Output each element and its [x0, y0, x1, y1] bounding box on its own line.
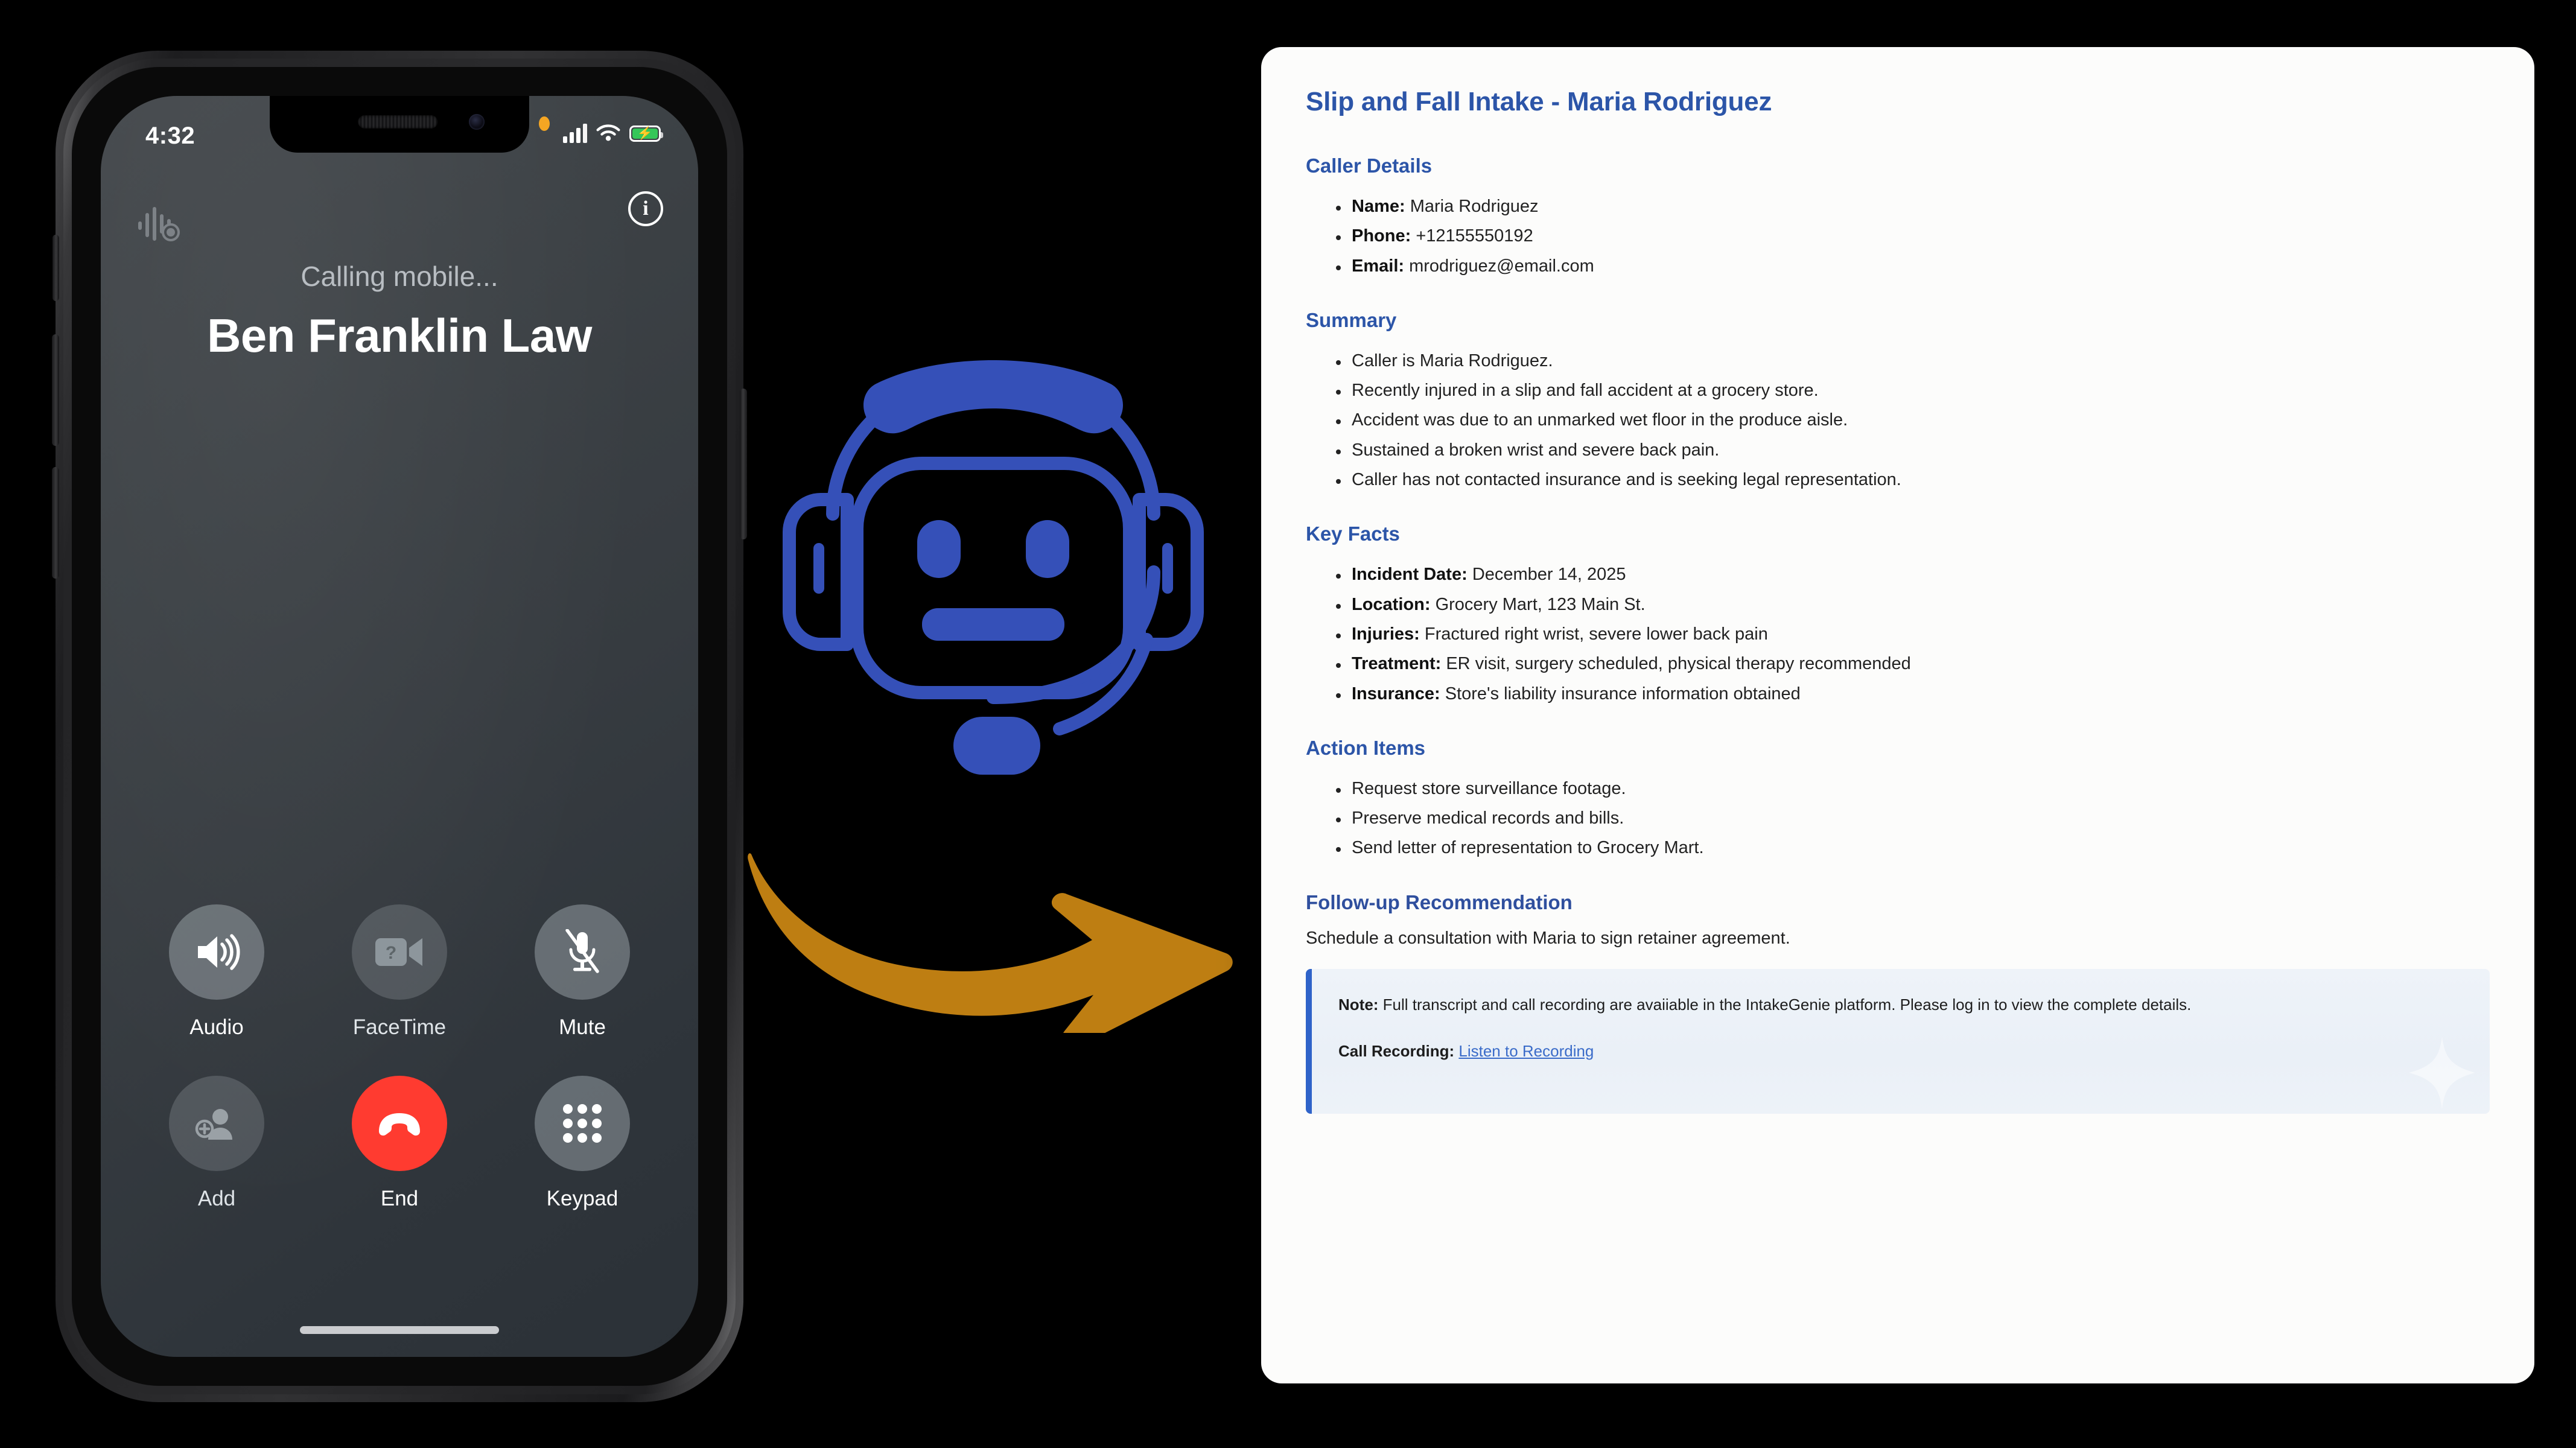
call-controls-row-1: Audio ? FaceTime — [156, 904, 643, 1040]
list-item: Phone: +12155550192 — [1336, 221, 2490, 251]
item-label: Name: — [1352, 197, 1405, 216]
list-item: Insurance: Store's liability insurance i… — [1336, 679, 2490, 709]
section-heading-key-facts: Key Facts — [1306, 522, 1400, 545]
robot-headset-icon — [783, 360, 1204, 775]
list-item: Treatment: ER visit, surgery scheduled, … — [1336, 649, 2490, 679]
call-info-button[interactable]: i — [628, 191, 663, 226]
status-bar-icons: ⚡ — [539, 116, 663, 143]
list-item: Recently injured in a slip and fall acci… — [1336, 376, 2490, 405]
item-value: ER visit, surgery scheduled, physical th… — [1446, 654, 1911, 674]
list-item: Send letter of representation to Grocery… — [1336, 833, 2490, 863]
power-button[interactable] — [740, 389, 747, 539]
phone-bezel: 4:32 ⚡ — [72, 67, 727, 1386]
listen-to-recording-link[interactable]: Listen to Recording — [1458, 1041, 1594, 1060]
home-indicator[interactable] — [300, 1326, 499, 1334]
item-value: +12155550192 — [1416, 226, 1533, 246]
list-item: Caller has not contacted insurance and i… — [1336, 465, 2490, 495]
followup-text: Schedule a consultation with Maria to si… — [1306, 928, 1790, 948]
earpiece-speaker — [358, 115, 438, 129]
front-camera — [469, 114, 485, 130]
facetime-button[interactable]: ? FaceTime — [339, 904, 460, 1040]
battery-charging-icon: ⚡ — [629, 125, 663, 142]
phone-notch — [270, 96, 529, 153]
call-controls-row-2: Add End — [156, 1076, 643, 1211]
facetime-button-label: FaceTime — [352, 1015, 447, 1039]
mute-button[interactable]: Mute — [522, 904, 643, 1040]
note-label: Note: — [1338, 995, 1379, 1014]
add-call-button-label: Add — [197, 1187, 236, 1210]
item-value: Maria Rodriguez — [1410, 197, 1539, 216]
item-value: Fractured right wrist, severe lower back… — [1424, 624, 1768, 644]
list-item: Request store surveillance footage. — [1336, 774, 2490, 804]
volume-down-button[interactable] — [52, 467, 59, 579]
video-camera-icon: ? — [375, 938, 422, 966]
call-recording-label: Call Recording: — [1338, 1041, 1455, 1060]
item-label: Location: — [1352, 594, 1431, 614]
call-recording-line: Call Recording: Listen to Recording — [1338, 1040, 2463, 1063]
note-body: Full transcript and call recording are a… — [1378, 995, 2192, 1014]
list-item: Sustained a broken wrist and severe back… — [1336, 436, 2490, 465]
list-item: Incident Date: December 14, 2025 — [1336, 560, 2490, 589]
list-item: Preserve medical records and bills. — [1336, 804, 2490, 833]
end-call-button-label: End — [380, 1187, 419, 1210]
item-value: mrodriguez@email.com — [1409, 256, 1594, 276]
end-call-icon — [379, 1113, 420, 1136]
wifi-icon — [596, 124, 620, 141]
keypad-button-label: Keypad — [546, 1187, 619, 1210]
info-icon: i — [643, 197, 649, 220]
keypad-icon — [563, 1104, 602, 1143]
status-bar: 4:32 ⚡ — [101, 109, 698, 157]
svg-text:?: ? — [386, 943, 396, 963]
phone-screen: 4:32 ⚡ — [101, 96, 698, 1357]
microphone-muted-icon — [565, 929, 599, 973]
speaker-icon — [198, 934, 240, 970]
item-label: Injuries: — [1352, 624, 1420, 644]
mute-button-label: Mute — [559, 1015, 606, 1039]
list-item: Injuries: Fractured right wrist, severe … — [1336, 620, 2490, 649]
key-facts-list: Incident Date: December 14, 2025 Locatio… — [1306, 560, 2490, 708]
section-heading-followup: Follow-up Recommendation — [1306, 891, 1573, 913]
section-heading-caller-details: Caller Details — [1306, 154, 1433, 177]
intake-summary-card: Slip and Fall Intake - Maria Rodriguez C… — [1261, 47, 2534, 1383]
audio-waveform-icon — [138, 207, 180, 241]
note-callout: Note: Full transcript and call recording… — [1306, 968, 2490, 1114]
call-controls: Audio ? FaceTime — [156, 904, 643, 1247]
item-value: December 14, 2025 — [1472, 565, 1626, 585]
volume-up-button[interactable] — [52, 334, 59, 446]
item-label: Phone: — [1352, 226, 1411, 246]
section-heading-action-items: Action Items — [1306, 736, 1426, 759]
recording-indicator-icon — [539, 116, 550, 131]
iphone-device: 4:32 ⚡ — [52, 51, 747, 1402]
list-item: Email: mrodriguez@email.com — [1336, 252, 2490, 281]
list-item: Location: Grocery Mart, 123 Main St. — [1336, 590, 2490, 620]
action-items-list: Request store surveillance footage. Pres… — [1306, 774, 2490, 863]
item-label: Insurance: — [1352, 684, 1440, 703]
list-item: Accident was due to an unmarked wet floo… — [1336, 405, 2490, 435]
call-contact-name: Ben Franklin Law — [207, 309, 592, 362]
list-item: Caller is Maria Rodriguez. — [1336, 346, 2490, 376]
add-person-icon — [195, 1109, 232, 1140]
keypad-button[interactable]: Keypad — [522, 1076, 643, 1211]
silent-switch[interactable] — [52, 235, 59, 301]
caller-details-list: Name: Maria Rodriguez Phone: +1215555019… — [1306, 192, 2490, 281]
item-label: Treatment: — [1352, 654, 1442, 674]
add-call-button[interactable]: Add — [156, 1076, 277, 1211]
item-label: Incident Date: — [1352, 565, 1468, 585]
item-value: Grocery Mart, 123 Main St. — [1435, 594, 1646, 614]
item-value: Store's liability insurance information … — [1445, 684, 1801, 703]
end-call-button[interactable]: End — [339, 1076, 460, 1211]
note-text-line: Note: Full transcript and call recording… — [1338, 993, 2463, 1017]
call-status-text: Calling mobile... — [301, 261, 498, 292]
audio-button-label: Audio — [189, 1015, 244, 1039]
section-heading-summary: Summary — [1306, 308, 1397, 331]
page-title: Slip and Fall Intake - Maria Rodriguez — [1306, 87, 1772, 116]
cellular-signal-icon — [563, 124, 587, 143]
status-bar-time: 4:32 — [145, 122, 196, 149]
list-item: Name: Maria Rodriguez — [1336, 192, 2490, 221]
curved-right-arrow-icon — [748, 853, 1233, 1033]
audio-button[interactable]: Audio — [156, 904, 277, 1040]
item-label: Email: — [1352, 256, 1405, 276]
summary-list: Caller is Maria Rodriguez. Recently inju… — [1306, 346, 2490, 495]
